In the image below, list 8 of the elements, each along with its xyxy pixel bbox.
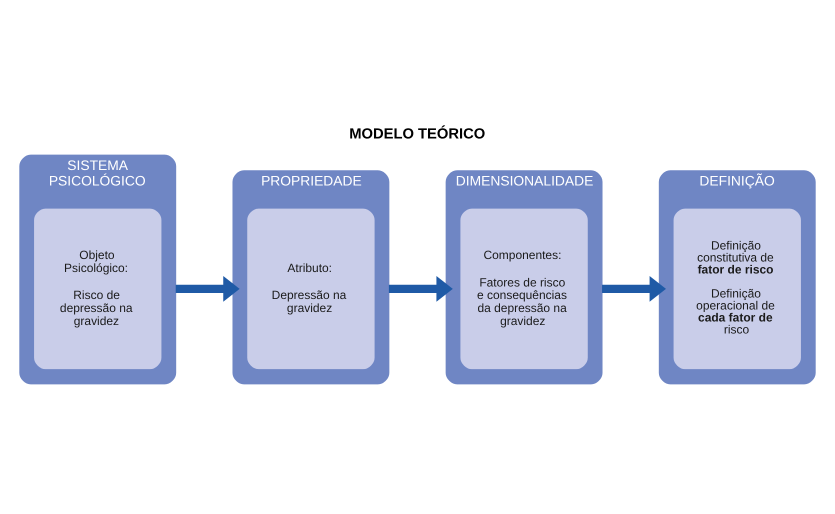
node-box: Definição constitutiva de fator de risco Definição operacional de cada fator de risco <box>674 208 801 369</box>
node-box: Atributo: Depressão na gravidez <box>247 208 375 369</box>
arrow <box>602 275 666 302</box>
node-box: Componentes: Fatores de risco e consequências da depressão na gravidez <box>460 208 588 369</box>
arrow <box>176 275 240 302</box>
diagram-title: MODELO TEÓRICO <box>349 126 486 142</box>
node-box: Objeto Psicológico: Risco de depressão na gravidez <box>34 208 162 369</box>
arrow <box>388 275 453 302</box>
